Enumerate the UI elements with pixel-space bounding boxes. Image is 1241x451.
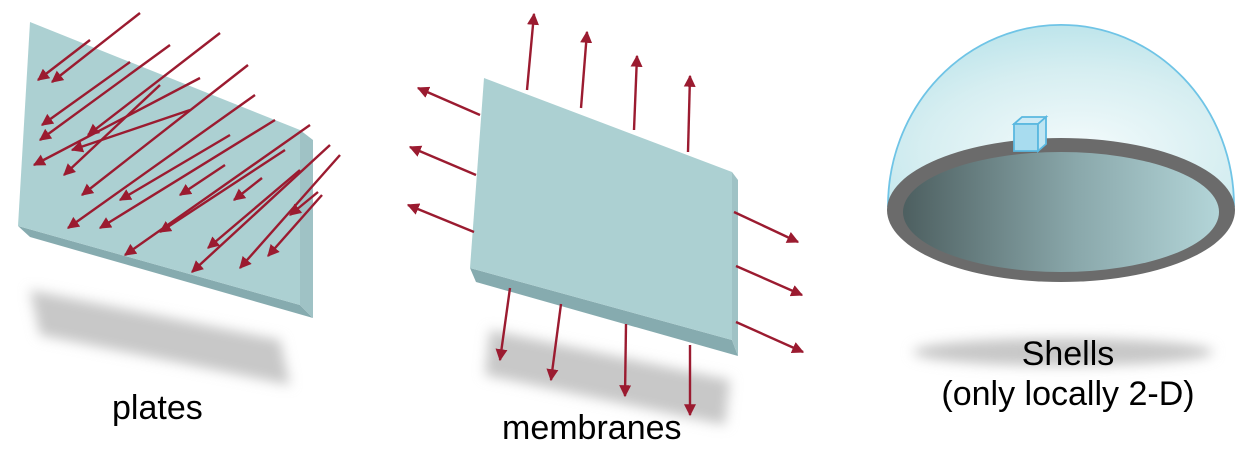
shells-shadow (913, 338, 1213, 366)
membrane-side (732, 172, 738, 356)
shells-caption-line2: (only locally 2-D) (941, 375, 1195, 413)
shell-interior (903, 152, 1219, 272)
membrane-edge (470, 268, 738, 356)
plates-panel (18, 12, 341, 385)
plates-arrows (32, 12, 341, 273)
shells-panel (887, 24, 1235, 366)
membranes-panel (406, 12, 805, 425)
shells-caption: Shells (only locally 2-D) (928, 334, 1208, 414)
membranes-shadow (485, 330, 730, 425)
membranes-arrows (406, 12, 805, 417)
plate-edge (18, 226, 313, 318)
cube-icon (1011, 115, 1049, 153)
membranes-caption: membranes (502, 409, 682, 447)
plates-caption: plates (112, 389, 203, 427)
shells-caption-line1: Shells (1021, 335, 1115, 373)
membrane-face (470, 78, 732, 340)
plate-side (300, 130, 313, 318)
plates-shadow (30, 290, 290, 385)
